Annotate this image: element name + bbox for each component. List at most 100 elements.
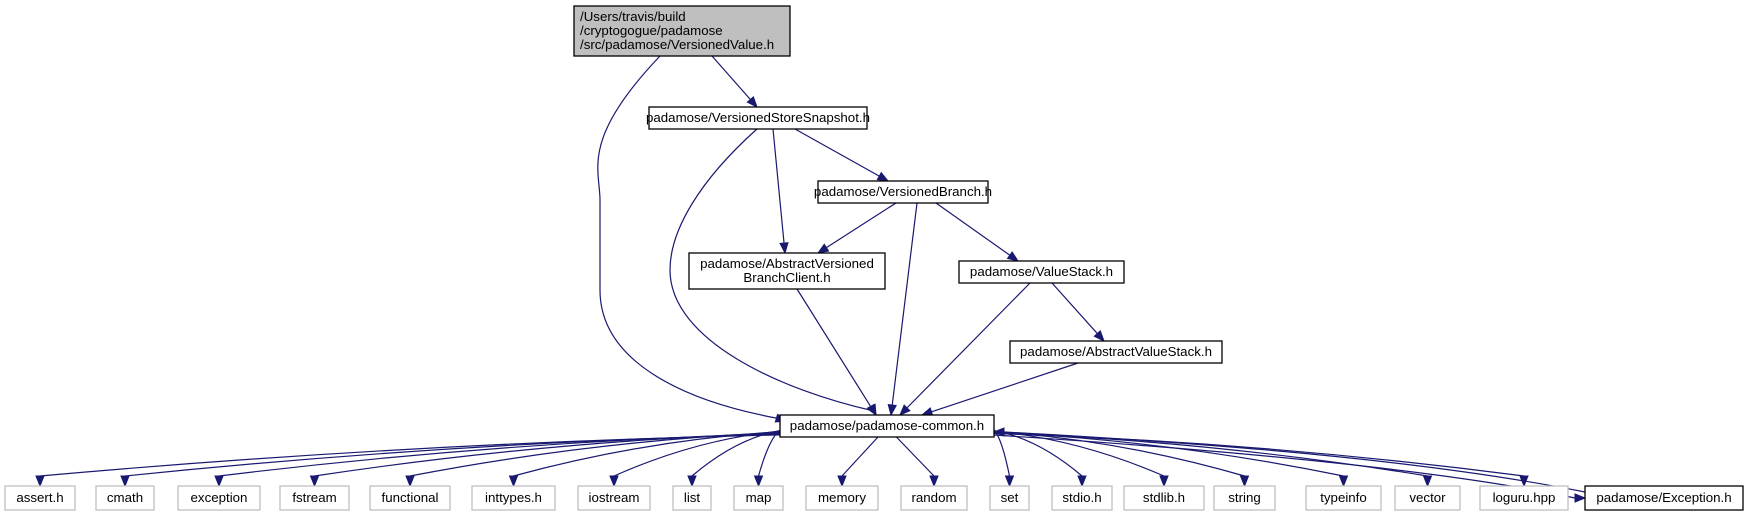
node-label: vector [1409, 490, 1446, 505]
arrowhead-icon [309, 475, 320, 488]
node-versioned-store-snapshot[interactable]: padamose/VersionedStoreSnapshot.h [646, 106, 870, 130]
node-cmath[interactable]: cmath [95, 485, 155, 511]
node-box[interactable] [471, 485, 556, 511]
node-box[interactable] [1051, 485, 1113, 511]
arrowhead-icon [214, 475, 224, 488]
node-padamose-common[interactable]: padamose/padamose-common.h [779, 414, 995, 438]
node-box[interactable] [958, 260, 1125, 284]
node-box[interactable] [95, 485, 155, 511]
edge-value-stack-to-padamose-common [899, 282, 1031, 416]
node-box[interactable] [688, 252, 886, 290]
node-loguru-hpp[interactable]: loguru.hpp [1479, 485, 1569, 511]
node-label: inttypes.h [485, 490, 542, 505]
node-box[interactable] [805, 485, 879, 511]
node-memory[interactable]: memory [805, 485, 879, 511]
node-iostream[interactable]: iostream [577, 485, 651, 511]
edge-versioned-value-to-versioned-store-snapshot [711, 55, 758, 109]
edge-line [513, 431, 781, 477]
edge-line [841, 436, 879, 477]
node-label: stdio.h [1062, 490, 1101, 505]
edge-line [691, 429, 781, 477]
node-stdlib-h[interactable]: stdlib.h [1123, 485, 1205, 511]
node-list[interactable]: list [672, 485, 712, 511]
edge-padamose-common-to-iostream [609, 430, 781, 488]
edge-padamose-common-to-memory [837, 436, 879, 488]
edge-line [935, 202, 1011, 256]
edge-padamose-common-to-fstream [309, 432, 781, 488]
node-label: padamose/AbstractValueStack.h [1020, 344, 1212, 359]
node-inttypes-h[interactable]: inttypes.h [471, 485, 556, 511]
node-set[interactable]: set [989, 485, 1030, 511]
node-box[interactable] [177, 485, 261, 511]
node-box[interactable] [1584, 485, 1744, 511]
node-box[interactable] [279, 485, 350, 511]
node-label: padamose/ValueStack.h [970, 264, 1113, 279]
arrowhead-icon [35, 475, 45, 488]
arrowhead-icon [1239, 475, 1250, 488]
node-value-stack[interactable]: padamose/ValueStack.h [958, 260, 1125, 284]
node-box[interactable] [733, 485, 784, 511]
node-box[interactable] [1213, 485, 1276, 511]
node-label: padamose/Exception.h [1596, 490, 1731, 505]
node-box[interactable] [1009, 340, 1223, 364]
node-label: padamose/padamose-common.h [790, 418, 984, 433]
node-assert-h[interactable]: assert.h [4, 485, 76, 511]
arrowhead-icon [508, 475, 519, 488]
edge-abstract-versioned-branch-client-to-padamose-common [796, 288, 877, 417]
node-versioned-value[interactable]: /Users/travis/build/cryptogogue/padamose… [573, 5, 791, 57]
edge-padamose-common-to-padamose-exception [993, 434, 1587, 503]
node-box[interactable] [817, 180, 989, 204]
arrowhead-icon [1077, 475, 1087, 488]
node-box[interactable] [1479, 485, 1569, 511]
arrowhead-icon [746, 95, 758, 109]
arrowhead-icon [1093, 330, 1105, 343]
arrowhead-icon [779, 242, 789, 255]
node-vector[interactable]: vector [1394, 485, 1461, 511]
node-box[interactable] [369, 485, 451, 511]
node-box[interactable] [1123, 485, 1205, 511]
arrowhead-icon [866, 403, 877, 417]
node-versioned-branch[interactable]: padamose/VersionedBranch.h [814, 180, 992, 204]
node-box[interactable] [672, 485, 712, 511]
node-label: padamose/VersionedStoreSnapshot.h [646, 110, 870, 125]
node-box[interactable] [4, 485, 76, 511]
node-abstract-value-stack[interactable]: padamose/AbstractValueStack.h [1009, 340, 1223, 364]
arrowhead-icon [1006, 251, 1020, 262]
node-box[interactable] [573, 5, 791, 57]
node-box[interactable] [648, 106, 868, 130]
node-functional[interactable]: functional [369, 485, 451, 511]
edge-line [891, 202, 918, 406]
edge-line [772, 128, 785, 244]
node-label: string [1228, 490, 1261, 505]
arrowhead-icon [753, 475, 764, 488]
edge-line [711, 55, 751, 100]
edge-versioned-branch-to-abstract-versioned-branch-client [816, 202, 897, 254]
node-box[interactable] [1394, 485, 1461, 511]
node-padamose-exception[interactable]: padamose/Exception.h [1584, 485, 1744, 511]
node-box[interactable] [989, 485, 1030, 511]
node-random[interactable]: random [900, 485, 968, 511]
node-label: functional [382, 490, 439, 505]
node-string[interactable]: string [1213, 485, 1276, 511]
edge-padamose-common-to-set [993, 429, 1015, 488]
node-map[interactable]: map [733, 485, 784, 511]
node-fstream[interactable]: fstream [279, 485, 350, 511]
edge-versioned-store-snapshot-to-versioned-branch [794, 128, 890, 182]
node-box[interactable] [577, 485, 651, 511]
node-typeinfo[interactable]: typeinfo [1305, 485, 1382, 511]
edge-padamose-exception-to-padamose-common [992, 427, 1586, 493]
node-exception[interactable]: exception [177, 485, 261, 511]
node-box[interactable] [900, 485, 968, 511]
edge-line [314, 432, 781, 477]
arrowhead-icon [816, 243, 830, 254]
node-box[interactable] [779, 414, 995, 438]
node-stdio-h[interactable]: stdio.h [1051, 485, 1113, 511]
edge-line [895, 436, 935, 477]
edge-line [597, 55, 777, 419]
node-box[interactable] [1305, 485, 1382, 511]
arrowhead-icon [837, 475, 847, 488]
edge-padamose-common-to-random [895, 436, 939, 488]
edge-padamose-common-to-inttypes-h [508, 431, 781, 488]
node-label: padamose/VersionedBranch.h [814, 184, 992, 199]
